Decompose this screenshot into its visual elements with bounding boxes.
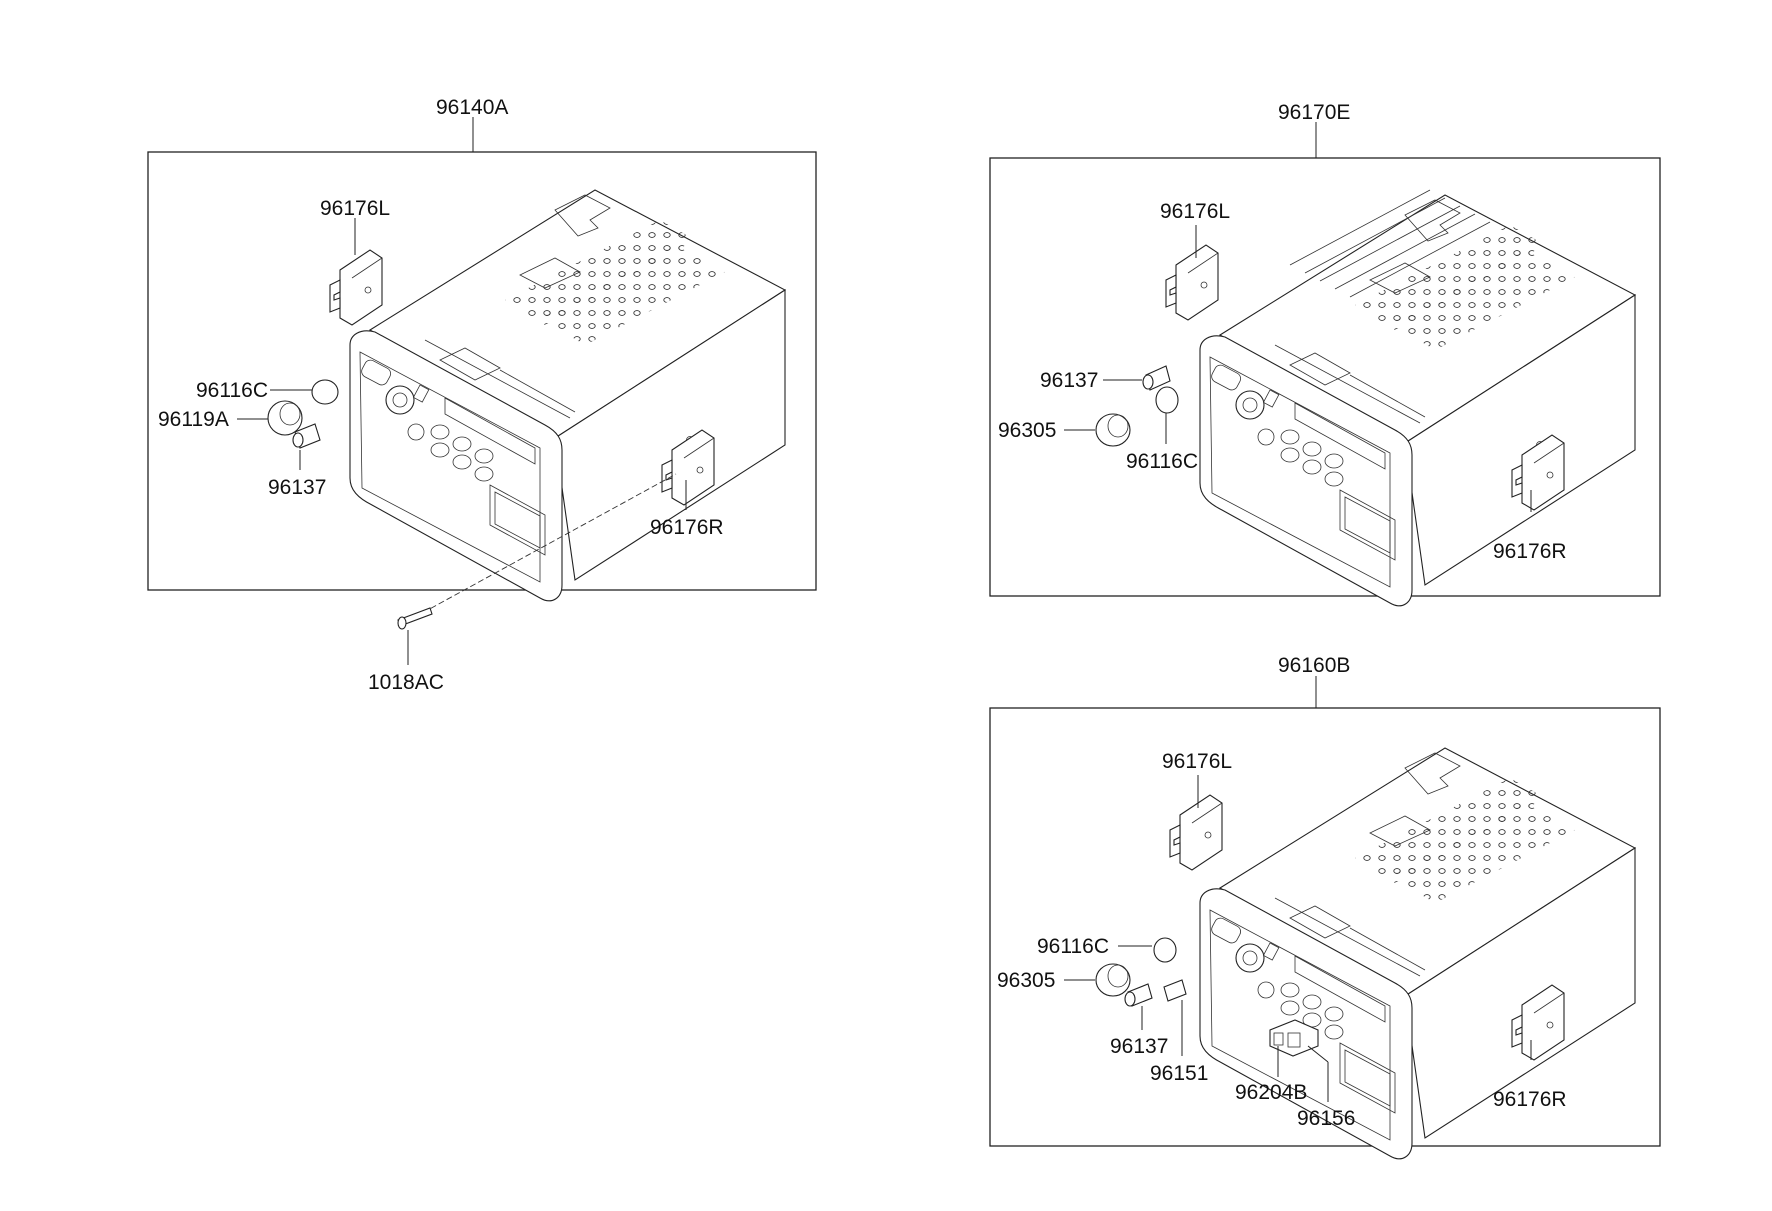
knob bbox=[267, 400, 303, 436]
assembly-96160B: 96160B 96176L 96116C bbox=[989, 654, 1661, 1160]
radio-unit bbox=[1199, 194, 1636, 607]
washer-label: 96116C bbox=[1037, 935, 1109, 958]
cap bbox=[1142, 365, 1171, 391]
button-label: 96151 bbox=[1150, 1062, 1208, 1085]
knob-label: 96305 bbox=[998, 419, 1056, 442]
cap-label: 96137 bbox=[268, 476, 326, 499]
bracket-left-label: 96176L bbox=[1160, 200, 1230, 223]
assembly-frame bbox=[147, 151, 817, 591]
washer bbox=[311, 379, 339, 405]
cap-label: 96137 bbox=[1110, 1035, 1168, 1058]
vent-fins bbox=[1289, 189, 1491, 298]
screw bbox=[397, 607, 433, 630]
button bbox=[1163, 979, 1187, 1002]
knob-label: 96119A bbox=[158, 408, 229, 431]
assembly-frame bbox=[989, 157, 1661, 597]
washer-label: 96116C bbox=[196, 379, 268, 402]
cap bbox=[1124, 983, 1153, 1007]
connector-label: 96204B bbox=[1235, 1081, 1307, 1104]
bracket-right-label: 96176R bbox=[1493, 540, 1567, 563]
bracket-left-label: 96176L bbox=[320, 197, 390, 220]
assembly-96140A: 96140A 96176L 96116C 96119A 9613 bbox=[147, 96, 817, 694]
washer bbox=[1155, 386, 1179, 414]
radio-unit bbox=[349, 189, 786, 602]
assembly-label: 96140A bbox=[436, 96, 508, 119]
cap-label: 96137 bbox=[1040, 369, 1098, 392]
screw-label: 1018AC bbox=[368, 671, 444, 694]
knob-label: 96305 bbox=[997, 969, 1055, 992]
bracket-left-label: 96176L bbox=[1162, 750, 1232, 773]
bracket-left bbox=[1165, 244, 1219, 321]
knob bbox=[1095, 963, 1131, 997]
bracket-left bbox=[329, 249, 383, 326]
bracket-left bbox=[1169, 794, 1223, 871]
connector-cover-label: 96156 bbox=[1297, 1107, 1355, 1130]
assembly-label: 96170E bbox=[1278, 101, 1350, 124]
cap bbox=[292, 423, 321, 449]
assembly-96170E: 96170E 96176L 96137 96305 96116C bbox=[989, 101, 1661, 607]
connector bbox=[1269, 1019, 1319, 1057]
washer-label: 96116C bbox=[1126, 450, 1198, 473]
bracket-right-label: 96176R bbox=[1493, 1088, 1567, 1111]
washer bbox=[1153, 937, 1177, 963]
assembly-label: 96160B bbox=[1278, 654, 1350, 677]
bracket-right-label: 96176R bbox=[650, 516, 724, 539]
knob bbox=[1095, 413, 1131, 447]
assembly-frame bbox=[989, 707, 1661, 1147]
